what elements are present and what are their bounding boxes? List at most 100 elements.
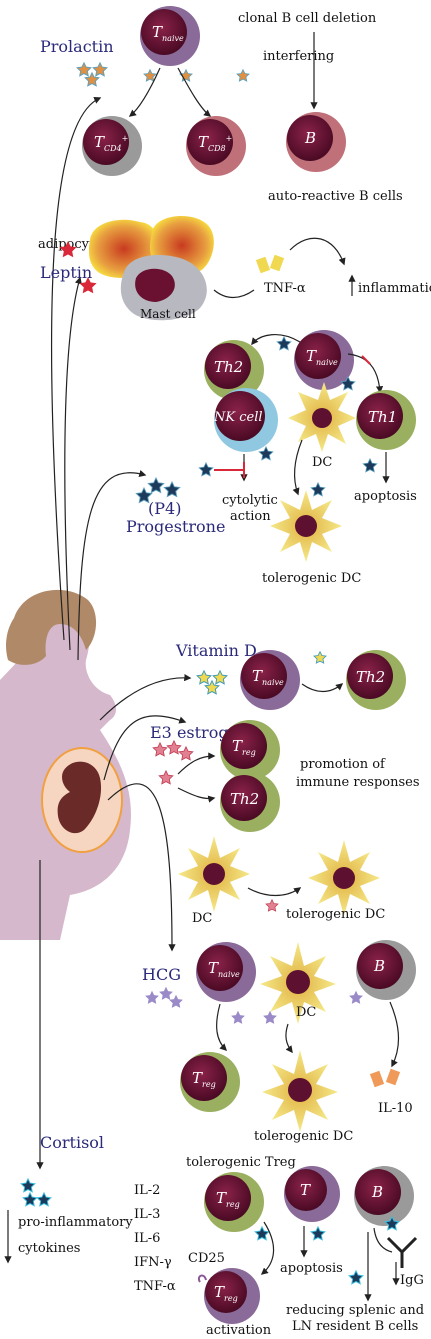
star-icon xyxy=(92,61,108,77)
prolactin-stars xyxy=(76,61,250,87)
mast-cell: Mast cell xyxy=(120,254,207,321)
star-icon xyxy=(158,769,174,785)
svg-text:Treg: Treg xyxy=(214,1283,238,1303)
star-icon xyxy=(178,745,194,761)
svg-text:Tnaive: Tnaive xyxy=(152,23,184,43)
star-icon xyxy=(59,241,77,258)
antibody-icon xyxy=(386,1236,418,1268)
leptin-section: adipocyte Leptin Mast cell TNF-α inflamm… xyxy=(38,216,431,321)
t-reg-cell-cort: Treg xyxy=(204,1172,264,1232)
hcg-section: HCG Tnaive DC B Treg xyxy=(142,940,416,1144)
svg-text:Treg: Treg xyxy=(192,1069,216,1089)
pro-inflammatory-label: pro-inflammatory xyxy=(18,1215,133,1230)
star-icon xyxy=(163,480,181,498)
star-icon xyxy=(84,71,100,87)
progesterone-abbr-label: (P4) xyxy=(148,499,181,518)
svg-text:TCD8+: TCD8+ xyxy=(198,133,232,153)
adipocyte-label: adipocyte xyxy=(38,237,102,252)
svg-text:Th2: Th2 xyxy=(214,358,243,376)
svg-text:Th2: Th2 xyxy=(230,790,259,808)
hcg-label: HCG xyxy=(142,965,181,984)
t-naive-cell-hcg: Tnaive xyxy=(196,942,256,1002)
star-icon xyxy=(362,457,378,473)
star-icon xyxy=(145,990,159,1004)
estrogen-stars xyxy=(152,739,194,785)
auto-reactive-label: auto-reactive B cells xyxy=(268,189,403,204)
star-icon xyxy=(20,1177,36,1193)
dc-label-p4: DC xyxy=(312,455,332,470)
b-cell-hcg: B xyxy=(356,940,416,1000)
pregnant-woman-silhouette xyxy=(0,589,131,940)
reducing-label-2: LN resident B cells xyxy=(292,1319,418,1334)
hormone-arrows xyxy=(36,97,192,1170)
fetus-icon xyxy=(57,761,102,834)
leptin-label: Leptin xyxy=(40,263,92,282)
star-icon xyxy=(143,68,157,82)
tolerogenic-dc-label-p4: tolerogenic DC xyxy=(262,571,361,586)
th2-cell-vd: Th2 xyxy=(346,650,406,710)
svg-text:Th2: Th2 xyxy=(356,668,385,686)
cortisol-label: Cortisol xyxy=(40,1133,104,1152)
prolactin-section: Prolactin Tnaive TCD4+ TCD8+ clonal B c xyxy=(40,6,403,204)
cytolytic-label-1: cytolytic xyxy=(222,493,278,508)
star-icon xyxy=(152,741,168,757)
cytolytic-label-2: action xyxy=(230,509,271,524)
star-icon xyxy=(22,1191,38,1207)
star-icon xyxy=(258,445,274,461)
t-cell-cort: T xyxy=(284,1166,340,1222)
progesterone-section: Th2 Tnaive Th1 NK cell DC cy xyxy=(126,330,417,586)
star-icon xyxy=(76,61,92,77)
svg-text:B: B xyxy=(304,129,316,147)
star-icon xyxy=(166,739,182,755)
svg-text:Tnaive: Tnaive xyxy=(306,347,338,367)
b-cell-cort: B xyxy=(354,1166,414,1226)
star-icon xyxy=(198,461,214,477)
estrogen-section: E3 estrogen Treg Th2 promotion of immune… xyxy=(150,720,420,926)
star-icon xyxy=(313,650,327,664)
star-icon xyxy=(236,68,250,82)
svg-text:NK cell: NK cell xyxy=(213,410,263,425)
star-icon xyxy=(196,669,212,685)
mast-cell-label: Mast cell xyxy=(140,307,196,321)
th2-cell-p4: Th2 xyxy=(204,340,264,400)
star-icon xyxy=(276,335,292,351)
star-icon xyxy=(265,898,279,912)
star-icon xyxy=(147,476,165,494)
cortisol-section: Cortisol pro-inflammatory cytokines tole… xyxy=(4,1133,424,1338)
apoptosis-label-p4: apoptosis xyxy=(354,489,417,504)
cytokine-item: IFN-γ xyxy=(134,1255,172,1270)
hcg-stars xyxy=(145,986,183,1008)
progesterone-stars xyxy=(135,476,181,504)
star-icon xyxy=(384,1215,400,1231)
star-icon xyxy=(340,375,356,391)
cytokines-label: cytokines xyxy=(18,1241,80,1256)
svg-text:TCD4+: TCD4+ xyxy=(94,133,128,153)
t-naive-cell: Tnaive xyxy=(140,6,200,66)
th2-cell-e3: Th2 xyxy=(220,772,280,832)
igg-label: IgG xyxy=(400,1273,424,1288)
vitamin-d-section: Vitamin D Tnaive Th2 xyxy=(175,641,406,710)
star-icon xyxy=(79,277,97,294)
t-reg-cell-hcg: Treg xyxy=(180,1052,240,1112)
cd25-label: CD25 xyxy=(188,1251,225,1266)
dc-label-e3: DC xyxy=(192,911,212,926)
dc-cell-hcg xyxy=(260,942,336,1024)
star-icon xyxy=(348,1269,364,1285)
svg-text:Treg: Treg xyxy=(216,1189,240,1209)
tolerogenic-dc-label-e3: tolerogenic DC xyxy=(286,907,385,922)
progesterone-label: Progestrone xyxy=(126,517,225,536)
dc-cell-e3 xyxy=(178,836,250,912)
star-icon xyxy=(310,481,326,497)
star-icon xyxy=(159,986,173,1000)
t-reg-cell-e3: Treg xyxy=(220,720,280,780)
inhibition-bar-icon xyxy=(214,462,245,478)
nk-cell: NK cell xyxy=(213,388,278,452)
svg-text:T: T xyxy=(300,1181,311,1199)
cytokine-list: IL-2 IL-3 IL-6 IFN-γ TNF-α xyxy=(134,1183,176,1294)
svg-text:Treg: Treg xyxy=(232,737,256,757)
interfering-label: interfering xyxy=(263,49,334,64)
svg-text:Tnaive: Tnaive xyxy=(252,667,284,687)
star-icon xyxy=(204,679,220,695)
vitamin-d-stars xyxy=(196,669,228,695)
